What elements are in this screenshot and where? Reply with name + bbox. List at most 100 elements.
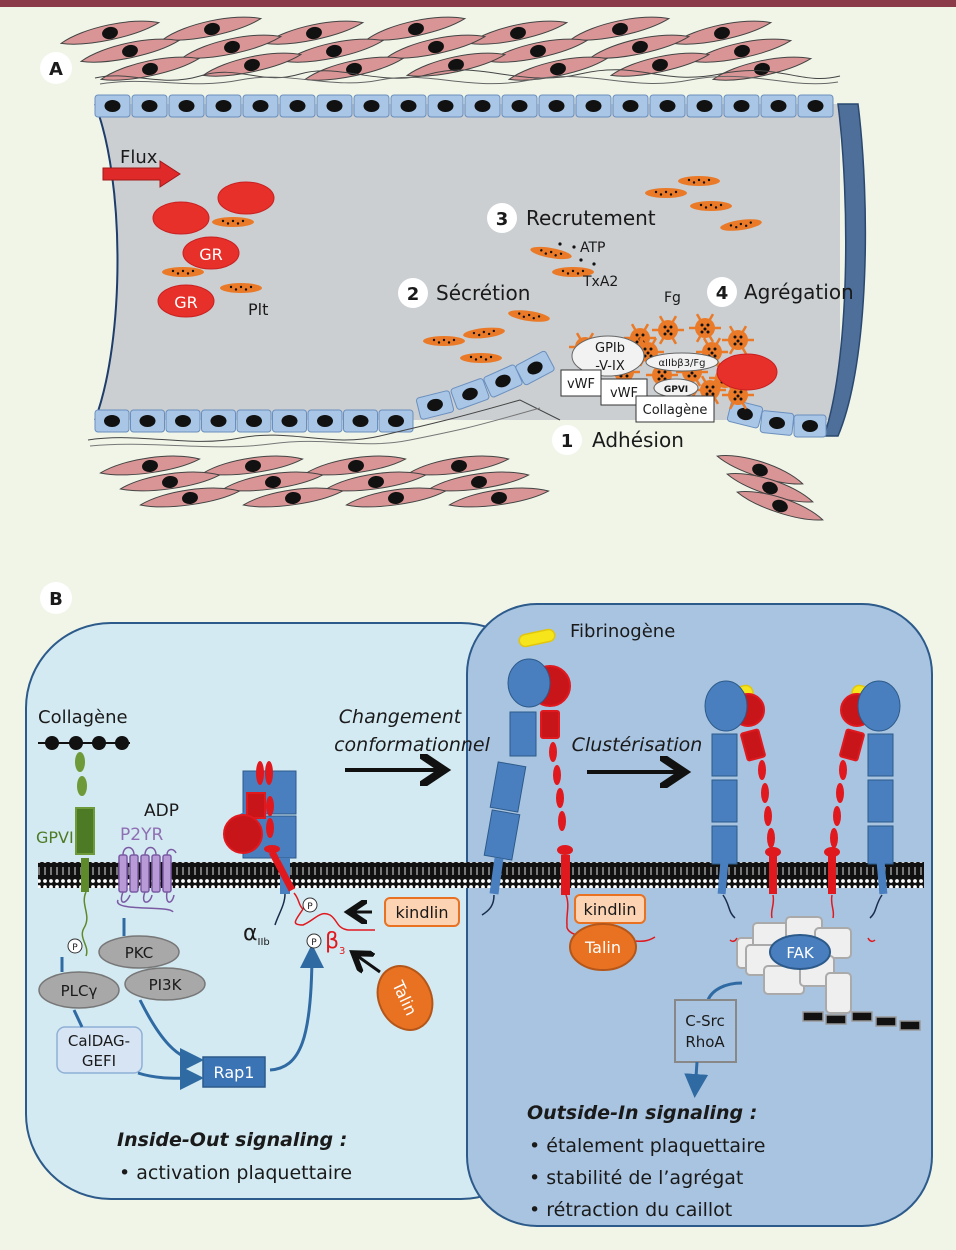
fak-label: FAK xyxy=(786,944,815,962)
platelet xyxy=(423,336,465,346)
smooth-muscle-cell xyxy=(325,471,427,492)
step-2-label: Sécrétion xyxy=(436,281,530,305)
collagen-label-a: Collagène xyxy=(643,403,708,418)
vwf-label-2: vWF xyxy=(610,386,638,401)
platelet-label: Plt xyxy=(248,300,268,319)
mediator-dots xyxy=(558,242,596,266)
activated-platelet xyxy=(689,313,721,343)
smooth-muscle-cell xyxy=(181,34,283,59)
pi3k-node xyxy=(124,967,206,1001)
platelet xyxy=(463,327,505,339)
plcg-label: PLCγ xyxy=(61,982,98,1000)
p2yr-label: P2YR xyxy=(120,825,163,845)
step-4-badge-circle xyxy=(707,277,737,307)
outside-in-item: • stabilité de l’agrégat xyxy=(529,1167,743,1189)
smooth-muscle-cell xyxy=(202,455,304,476)
talin-node-bound xyxy=(569,923,637,971)
pkc-label: PKC xyxy=(125,944,154,962)
smooth-muscle-cell xyxy=(263,20,365,45)
collagen-label-b: Collagène xyxy=(38,707,128,728)
smooth-muscle-cell xyxy=(711,56,813,81)
p2yr-receptor-icon xyxy=(117,846,177,913)
smooth-muscle-cell xyxy=(408,455,510,476)
gpib-label-line1: GPIb xyxy=(595,341,625,356)
collagen-fibres-bottom xyxy=(87,399,561,442)
nucleus xyxy=(317,415,333,427)
smooth-muscle-cell xyxy=(242,487,344,508)
nucleus xyxy=(141,100,158,112)
nucleus xyxy=(807,100,824,112)
smooth-muscle-cell xyxy=(467,20,569,45)
endothelial-cell xyxy=(793,414,827,438)
smooth-muscle-cell xyxy=(303,56,405,81)
conformational-change-line1: Changement xyxy=(339,706,463,728)
caldag-gefi-node xyxy=(56,1026,143,1074)
outside-in-item: • étalement plaquettaire xyxy=(529,1135,765,1157)
step-1-number: 1 xyxy=(561,431,574,452)
beta-tail-bound xyxy=(635,936,656,942)
collagen-fibres-top-2 xyxy=(99,75,839,85)
clustered-integrins-icon xyxy=(704,680,901,943)
panel-b-badge-circle xyxy=(40,582,72,614)
adp-label: ADP xyxy=(144,801,179,821)
fak-node xyxy=(769,934,831,970)
collagen-fibres-top xyxy=(94,69,841,81)
resting-platelets xyxy=(162,176,762,363)
talin-label-bound: Talin xyxy=(584,938,621,957)
smooth-muscle-cell xyxy=(345,487,447,508)
platelet xyxy=(678,176,720,186)
gpib-ellipse xyxy=(571,335,645,377)
red-cell xyxy=(182,236,240,270)
step-2-number: 2 xyxy=(407,284,420,305)
red-cell xyxy=(152,201,210,235)
vessel-wall-left xyxy=(94,103,119,421)
transmembrane-helix xyxy=(129,854,139,893)
smooth-muscle-cell xyxy=(222,471,324,492)
platelet xyxy=(645,188,687,198)
smooth-muscle-cell xyxy=(79,38,181,63)
red-cell-label: GR xyxy=(174,293,198,312)
smooth-muscle-cell xyxy=(99,56,201,81)
nucleus xyxy=(326,100,343,112)
nucleus xyxy=(622,100,639,112)
nucleus xyxy=(474,100,491,112)
platelet xyxy=(220,283,262,293)
nucleus xyxy=(139,415,156,427)
smooth-muscle-cell xyxy=(161,16,263,41)
rap1-node xyxy=(202,1056,266,1088)
step-4-label: Agrégation xyxy=(744,280,854,304)
vwf-label-1: vWF xyxy=(567,377,595,392)
extended-integrin-icon xyxy=(481,658,581,936)
step-4-number: 4 xyxy=(716,283,729,304)
plcg-node xyxy=(38,971,120,1009)
clustered-integrin xyxy=(704,680,781,943)
transmembrane-helix xyxy=(140,854,150,893)
nucleus xyxy=(210,415,227,427)
nucleus xyxy=(252,100,269,112)
smooth-muscle-cell xyxy=(726,473,814,503)
transmembrane-helix xyxy=(151,854,161,893)
nucleus xyxy=(659,100,676,112)
vwf-box-1 xyxy=(560,369,602,397)
activated-platelet xyxy=(652,315,684,345)
outside-in-panel xyxy=(466,603,933,1227)
nucleus xyxy=(511,100,528,112)
kindlin-node xyxy=(384,897,460,927)
phospho-label: P xyxy=(72,943,78,953)
platelet xyxy=(162,267,204,277)
smooth-muscle-cell xyxy=(119,471,221,492)
nucleus xyxy=(246,415,262,427)
smooth-muscle-cell xyxy=(385,34,487,59)
platelet xyxy=(508,310,550,322)
step-3-badge-circle xyxy=(487,203,517,233)
fibrinogen-icon xyxy=(518,628,556,648)
nucleus xyxy=(363,100,380,112)
platelet xyxy=(530,246,572,260)
talin-node xyxy=(376,965,434,1031)
nucleus xyxy=(437,100,454,112)
inside-out-title: Inside-Out signaling : xyxy=(117,1129,347,1151)
vessel-wall-right xyxy=(822,103,867,437)
nucleus xyxy=(104,100,121,112)
nucleus xyxy=(289,100,306,112)
phospho-label: P xyxy=(307,902,313,912)
